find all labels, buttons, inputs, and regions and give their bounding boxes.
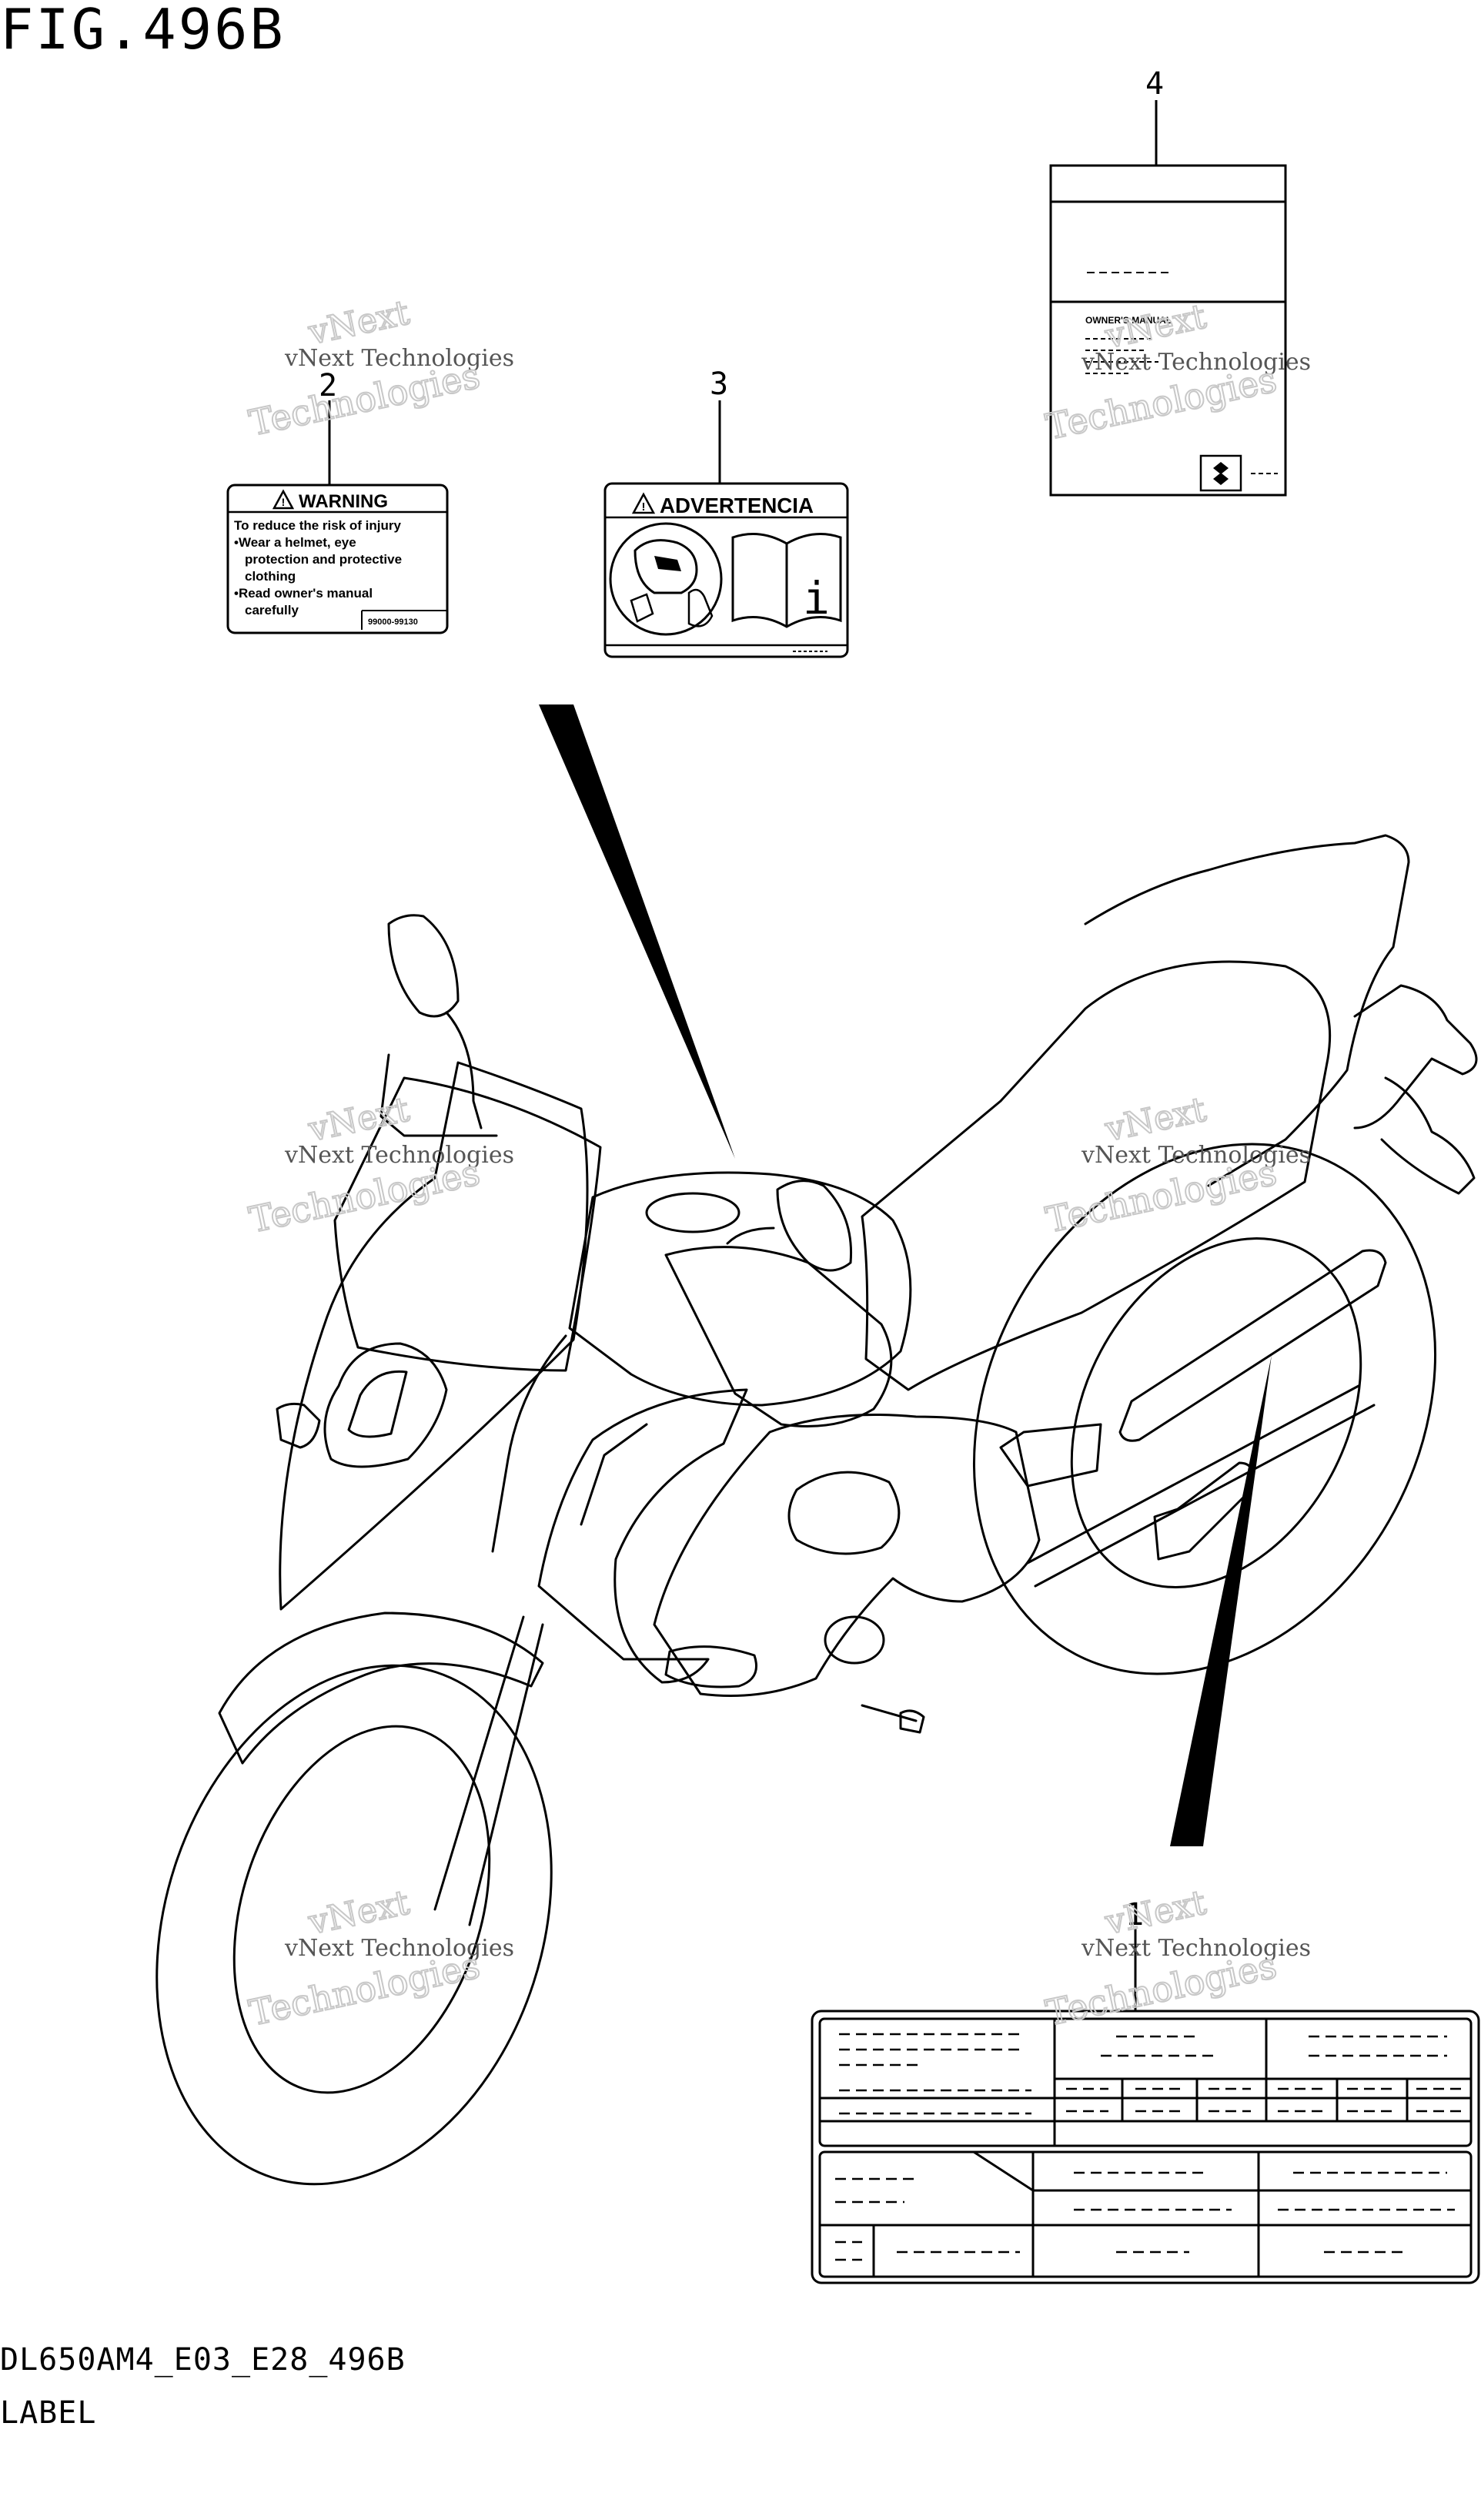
warning-line-3: protection and protective xyxy=(245,552,402,567)
left-turn-signal xyxy=(276,1402,321,1449)
warning-body: To reduce the risk of injury •Wear a hel… xyxy=(234,518,402,617)
svg-text:vNext Technologies: vNext Technologies xyxy=(1081,349,1311,376)
advertencia-triangle-icon xyxy=(631,492,656,514)
read-manual-icon xyxy=(731,533,842,628)
grab-rail xyxy=(1353,984,1478,1129)
advertencia-heading: ADVERTENCIA xyxy=(660,494,814,517)
cylinder-head xyxy=(787,1471,901,1555)
helmet-gear-icon xyxy=(609,522,723,636)
svg-text:vNext Technologies: vNext Technologies xyxy=(284,1142,514,1169)
front-fork xyxy=(433,1615,544,1926)
callout-number-4: 4 xyxy=(1145,66,1164,102)
warning-line-2: •Wear a helmet, eye xyxy=(234,535,356,550)
warning-line-6: carefully xyxy=(245,603,299,617)
pointer-to-frame xyxy=(1170,1355,1272,1846)
swingarm xyxy=(1026,1384,1376,1588)
svg-text:vNext: vNext xyxy=(305,1883,413,1943)
oil-cooler xyxy=(664,1645,757,1688)
warning-heading: WARNING xyxy=(299,491,388,512)
tank-side-panel xyxy=(664,1246,893,1427)
svg-text:vNext: vNext xyxy=(1102,1883,1210,1943)
front-fairing xyxy=(279,1061,589,1611)
watermark-4: vNext Technologies vNext Technologies xyxy=(1041,1089,1311,1242)
figure-title: FIG.496B xyxy=(0,0,286,62)
warning-triangle-icon xyxy=(272,489,295,510)
svg-text:vNext: vNext xyxy=(305,293,413,353)
tail-light xyxy=(1380,1076,1476,1195)
warning-frame xyxy=(226,484,449,634)
pointer-wedges xyxy=(539,704,1272,1846)
engine-cover xyxy=(824,1615,885,1665)
tail-cowl xyxy=(1084,834,1410,1187)
svg-text:vNext Technologies: vNext Technologies xyxy=(284,1935,514,1962)
label-2-warning: ! WARNING To reduce the risk of injury •… xyxy=(226,484,449,634)
warning-line-5: •Read owner's manual xyxy=(234,586,373,601)
svg-text:i: i xyxy=(803,572,830,624)
svg-text:vNext Technologies: vNext Technologies xyxy=(1081,1935,1311,1962)
fuel-cap xyxy=(645,1192,740,1233)
callout-number-1: 1 xyxy=(1125,1897,1144,1933)
seat xyxy=(861,960,1332,1391)
figure-code: DL650AM4_E03_E28_496B xyxy=(0,2342,406,2378)
warning-line-1: To reduce the risk of injury xyxy=(234,518,401,533)
rear-brake xyxy=(1153,1461,1255,1561)
svg-text:vNext: vNext xyxy=(305,1090,413,1150)
left-mirror xyxy=(387,914,460,1018)
svg-text:!: ! xyxy=(282,496,286,508)
svg-text:!: ! xyxy=(642,500,646,514)
exhaust-muffler xyxy=(1118,1249,1387,1442)
rear-rim xyxy=(1070,1237,1362,1588)
svg-text:vNext Technologies: vNext Technologies xyxy=(1081,1142,1311,1169)
warning-code: 99000-99130 xyxy=(368,617,418,627)
windscreen xyxy=(333,1076,602,1372)
front-rim xyxy=(232,1725,491,2094)
svg-text:vNext: vNext xyxy=(1102,1090,1210,1150)
figure-name: LABEL xyxy=(0,2395,97,2431)
watermark-1: vNext Technologies vNext Technologies xyxy=(245,293,514,445)
front-wheel xyxy=(155,1664,553,2186)
svg-text:vNext Technologies: vNext Technologies xyxy=(284,345,514,372)
label-3-advertencia: ! ADVERTENCIA i xyxy=(603,482,849,658)
callout-number-3: 3 xyxy=(710,366,728,402)
callout-numbers: 4 2 3 1 xyxy=(319,66,1164,1933)
plate-lower-panel xyxy=(818,2150,1473,2278)
engine xyxy=(653,1414,1041,1697)
manual-text-lines xyxy=(1085,338,1158,374)
plate-upper-panel xyxy=(818,2017,1473,2147)
watermark-3: vNext Technologies vNext Technologies xyxy=(245,1089,514,1242)
manual-heading: OWNER'S MANUAL xyxy=(1085,315,1172,326)
callout-leaders xyxy=(328,100,1158,2013)
front-fender xyxy=(218,1611,544,1765)
manual-frame xyxy=(1049,164,1287,497)
plate-placeholder-text xyxy=(835,2033,1466,2261)
lower-fairing xyxy=(537,1388,748,1684)
fuel-tank xyxy=(568,1171,912,1407)
label-4-owners-manual: OWNER'S MANUAL xyxy=(1049,164,1287,497)
warning-line-4: clothing xyxy=(245,569,296,584)
callout-number-2: 2 xyxy=(319,368,337,403)
label-1-info-plate xyxy=(811,2010,1480,2284)
pointer-to-fuel-tank xyxy=(539,704,735,1159)
headlight xyxy=(323,1342,448,1468)
rear-wheel xyxy=(973,1143,1436,1675)
footpeg xyxy=(861,1704,925,1734)
motorcycle-outline xyxy=(155,834,1478,2186)
brand-logo-icon xyxy=(1213,462,1229,485)
left-mirror-stem xyxy=(445,1011,483,1129)
